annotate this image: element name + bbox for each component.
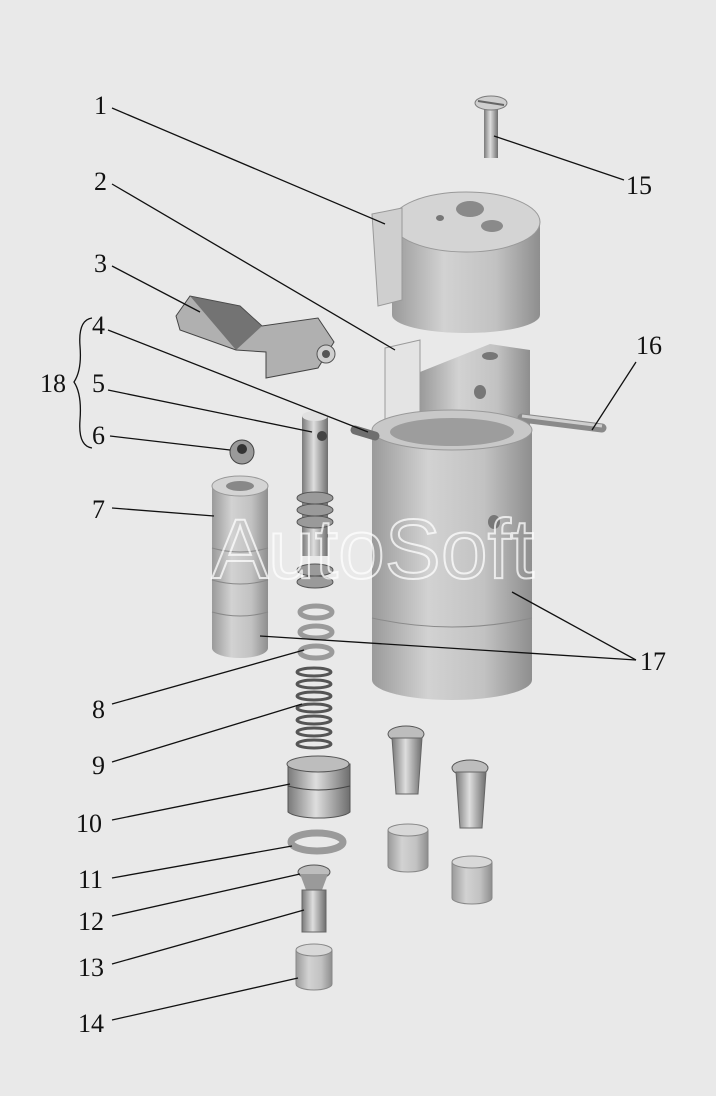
part-15-screw: [474, 95, 508, 158]
callout-14: 14: [78, 1009, 104, 1038]
valve-set-b: [451, 759, 493, 905]
part-11-o-ring: [287, 829, 347, 855]
callout-17: 17: [640, 647, 666, 676]
callout-8: 8: [92, 695, 105, 724]
callout-12: 12: [78, 907, 104, 936]
callout-5: 5: [92, 369, 105, 398]
part-16-rod: [517, 413, 607, 433]
leader-lines: [73, 107, 637, 1021]
callout-6: 6: [92, 421, 105, 450]
part-8-washers: [297, 603, 335, 661]
callout-labels: 1 2 3 4 5 6 7 8 9 10 11 12 13 14 15 16 1…: [40, 91, 666, 1038]
part-17-housing: [350, 409, 533, 700]
callout-10: 10: [76, 809, 102, 838]
callout-15: 15: [626, 171, 652, 200]
watermark-text: AutoSoft: [212, 502, 534, 596]
part-13-collet: [301, 889, 327, 933]
callout-18: 18: [40, 369, 66, 398]
part-9-spring: [295, 666, 333, 750]
part-1-top-cap: [371, 191, 541, 333]
callout-13: 13: [78, 953, 104, 982]
callout-7: 7: [92, 495, 105, 524]
callout-11: 11: [78, 865, 103, 894]
part-6-nut: [229, 439, 255, 465]
callout-9: 9: [92, 751, 105, 780]
callout-1: 1: [94, 91, 107, 120]
part-12-valve-head: [297, 864, 331, 890]
part-7-sleeve: [211, 475, 269, 658]
callout-16: 16: [636, 331, 662, 360]
valve-set-a: [387, 725, 429, 873]
part-14-bushing: [295, 943, 333, 991]
part-3-lever: [175, 295, 336, 379]
part-4-5-pin-assembly: [296, 411, 334, 589]
callout-2: 2: [94, 167, 107, 196]
callout-3: 3: [94, 249, 107, 278]
callout-4: 4: [92, 311, 105, 340]
part-10-valve-body: [286, 755, 351, 819]
